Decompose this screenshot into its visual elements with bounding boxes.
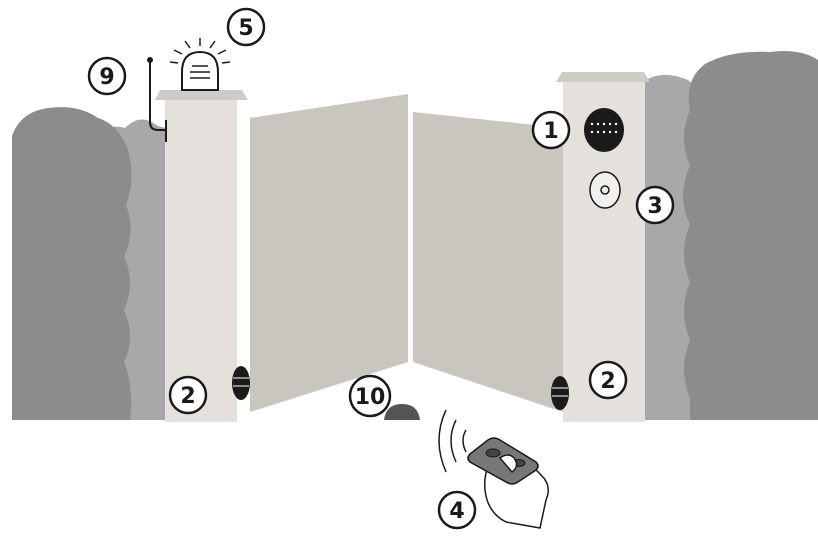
callout-label: 2 (180, 384, 195, 409)
ground-sensor-icon (384, 404, 420, 420)
antenna (147, 57, 167, 142)
right-hedge-front (683, 51, 818, 420)
left-pillar-body (165, 98, 237, 422)
thumb (498, 454, 518, 474)
gate (250, 94, 563, 412)
flashing-light-lines (190, 65, 210, 79)
gate-leaf-right (413, 112, 563, 412)
key-switch (589, 171, 621, 209)
callout-5: 5 (226, 7, 266, 47)
flashing-light (169, 38, 231, 91)
remote-button (485, 448, 501, 458)
remote-control (438, 409, 549, 529)
flashing-light-rays (169, 38, 231, 64)
callout-label: 4 (449, 499, 464, 524)
photocell-top (584, 108, 624, 152)
right-hedge (640, 51, 818, 420)
callout-9: 9 (87, 56, 127, 96)
gate-leaf-left (250, 94, 408, 412)
callout-label: 3 (647, 194, 662, 219)
callout-label: 5 (238, 16, 253, 41)
photocell-icon (551, 376, 569, 410)
callout-label: 2 (600, 369, 615, 394)
callout-1: 1 (531, 110, 571, 150)
right-pillar-cap (556, 72, 650, 82)
callout-2-right: 2 (588, 360, 628, 400)
flashing-light-icon (181, 50, 219, 91)
left-pillar-cap (155, 90, 248, 100)
callout-4: 4 (437, 490, 477, 530)
key-switch-hole (600, 185, 610, 195)
key-switch-icon (589, 171, 621, 209)
photocell-left (232, 366, 250, 400)
left-hedge-front (12, 107, 132, 420)
signal-waves (438, 409, 467, 473)
photocell-right (551, 376, 569, 410)
callout-3: 3 (635, 185, 675, 225)
right-hedge-back (640, 74, 700, 420)
callout-label: 10 (355, 385, 386, 410)
photocell-icon (584, 108, 624, 152)
callout-label: 9 (99, 65, 114, 90)
antenna-icon (149, 60, 166, 131)
left-pillar (155, 90, 248, 422)
callout-10: 10 (348, 374, 392, 418)
callout-label: 1 (543, 119, 558, 144)
antenna-tip (147, 57, 153, 63)
photocell-icon (232, 366, 250, 400)
photocell-dots (590, 122, 618, 134)
callout-2-left: 2 (168, 375, 208, 415)
left-hedge (12, 107, 172, 420)
